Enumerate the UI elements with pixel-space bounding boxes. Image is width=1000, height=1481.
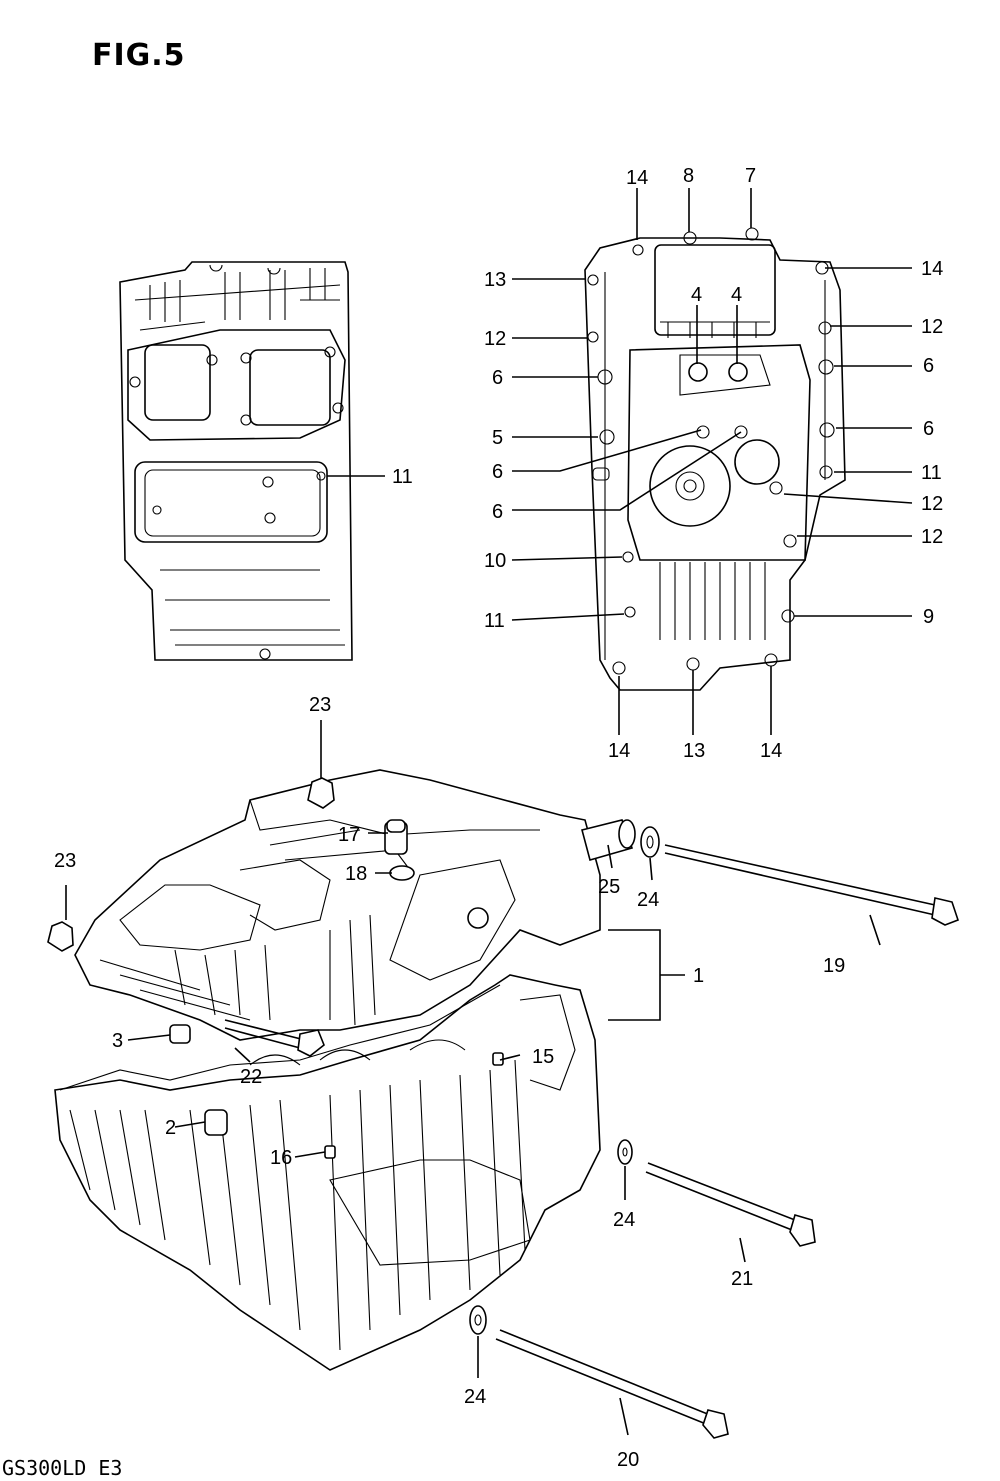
callout-24: 24 <box>637 889 659 911</box>
callout-6: 6 <box>492 367 503 389</box>
callout-6: 6 <box>923 355 934 377</box>
callout-8: 8 <box>683 165 694 187</box>
callout-labels: 11 14 8 7 13 14 4 4 12 12 6 6 5 6 6 11 6… <box>54 165 943 1471</box>
callout-3: 3 <box>112 1030 123 1052</box>
callout-7: 7 <box>745 165 756 187</box>
callout-5: 5 <box>492 427 503 449</box>
callout-13: 13 <box>683 740 705 762</box>
callout-10: 10 <box>484 550 506 572</box>
callout-12: 12 <box>921 316 943 338</box>
callout-12: 12 <box>484 328 506 350</box>
callout-14: 14 <box>921 258 943 280</box>
callout-14: 14 <box>760 740 782 762</box>
callout-22: 22 <box>240 1066 262 1088</box>
callout-11: 11 <box>921 462 942 484</box>
callout-14: 14 <box>608 740 630 762</box>
callout-25: 25 <box>598 876 620 898</box>
callout-24: 24 <box>464 1386 486 1408</box>
callout-16: 16 <box>270 1147 292 1169</box>
callout-19: 19 <box>823 955 845 977</box>
callout-2: 2 <box>165 1117 176 1139</box>
callout-14: 14 <box>626 167 648 189</box>
leader-lines <box>65 188 913 1436</box>
callout-4: 4 <box>731 284 742 306</box>
figure-title: FIG.5 <box>92 38 186 73</box>
callout-11: 11 <box>484 610 505 632</box>
callout-9: 9 <box>923 606 934 628</box>
callout-11: 11 <box>392 466 413 488</box>
callout-23: 23 <box>54 850 76 872</box>
callout-23: 23 <box>309 694 331 716</box>
callout-15: 15 <box>532 1046 554 1068</box>
callout-4: 4 <box>691 284 702 306</box>
callout-20: 20 <box>617 1449 639 1471</box>
callout-18: 18 <box>345 863 367 885</box>
callout-13: 13 <box>484 269 506 291</box>
callout-12: 12 <box>921 526 943 548</box>
lower-crankcase-view <box>584 227 846 691</box>
model-code: GS300LD E3 <box>2 1456 123 1480</box>
callout-1: 1 <box>693 965 704 987</box>
callout-24: 24 <box>613 1209 635 1231</box>
callout-6: 6 <box>492 501 503 523</box>
callout-21: 21 <box>731 1268 753 1290</box>
callout-17: 17 <box>338 824 360 846</box>
callout-6: 6 <box>492 461 503 483</box>
callout-6: 6 <box>923 418 934 440</box>
upper-crankcase-view <box>119 261 353 661</box>
callout-12: 12 <box>921 493 943 515</box>
crankcase-assembly <box>47 769 960 1439</box>
